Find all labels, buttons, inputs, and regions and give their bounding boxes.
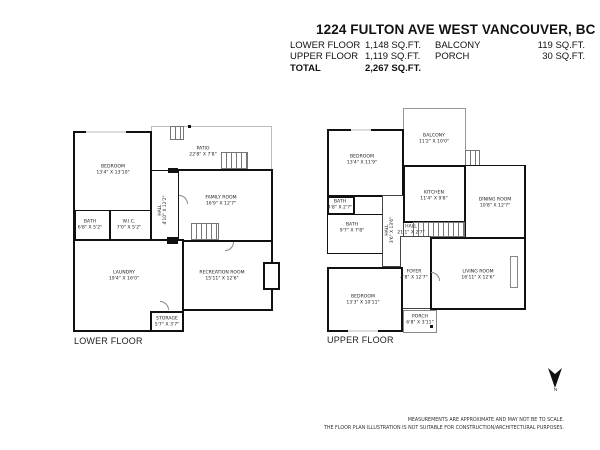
room-recreation <box>183 240 273 311</box>
area-row-upper: UPPER FLOOR 1,119 SQ.FT. PORCH 30 SQ.FT. <box>290 51 585 62</box>
wall-column <box>167 237 178 244</box>
area-value: 1,119 SQ.FT. <box>365 51 421 63</box>
room-foyer <box>400 236 431 309</box>
north-arrow-icon <box>548 368 562 388</box>
area-value: 119 SQ.FT. <box>537 40 585 51</box>
fireplace <box>263 262 280 290</box>
area-label: UPPER FLOOR <box>290 51 359 63</box>
room-label-wic: W.I.C.7'0" X 5'2" <box>116 219 142 230</box>
room-hall-vertical <box>382 195 404 267</box>
disclaimer-line-1: MEASUREMENTS ARE APPROXIMATE AND MAY NOT… <box>407 418 564 423</box>
room-bath <box>75 210 110 240</box>
area-summary: LOWER FLOOR 1,148 SQ.FT. BALCONY 119 SQ.… <box>290 40 585 74</box>
interior-stairs <box>413 222 465 237</box>
wall-column <box>168 168 178 173</box>
post <box>188 125 191 128</box>
area-label: LOWER FLOOR <box>290 40 361 51</box>
balcony-stairs <box>465 150 480 166</box>
room-porch <box>403 310 437 333</box>
room-bedroom-2 <box>327 267 403 332</box>
property-address-title: 1224 FULTON AVE WEST VANCOUVER, BC <box>316 22 596 37</box>
room-dining <box>465 165 526 238</box>
area-value: 2,267 SQ.FT. <box>365 62 421 74</box>
room-bath <box>327 214 383 254</box>
area-value: 30 SQ.FT. <box>542 51 585 63</box>
area-value: 1,148 SQ.FT. <box>365 40 421 51</box>
window <box>86 131 126 133</box>
room-balcony <box>403 108 466 166</box>
patio-stairs <box>170 126 184 140</box>
fireplace <box>510 256 518 288</box>
room-bedroom-1 <box>327 129 404 197</box>
post <box>430 325 433 328</box>
window <box>348 330 378 332</box>
area-label: TOTAL <box>290 62 321 74</box>
interior-stairs <box>191 223 219 240</box>
disclaimer-line-2: THE FLOOR PLAN ILLUSTRATION IS NOT SUITA… <box>323 426 564 431</box>
area-row-total: TOTAL 2,267 SQ.FT. <box>290 63 585 74</box>
area-row-lower: LOWER FLOOR 1,148 SQ.FT. BALCONY 119 SQ.… <box>290 40 585 51</box>
area-label: PORCH <box>435 51 470 63</box>
patio-stairs <box>221 152 248 169</box>
room-storage <box>150 311 184 332</box>
floor-label-lower: LOWER FLOOR <box>74 336 143 346</box>
floor-label-upper: UPPER FLOOR <box>327 335 394 345</box>
window <box>351 129 371 131</box>
room-wic <box>110 210 151 240</box>
area-label: BALCONY <box>435 40 481 51</box>
north-label: N <box>554 387 558 392</box>
